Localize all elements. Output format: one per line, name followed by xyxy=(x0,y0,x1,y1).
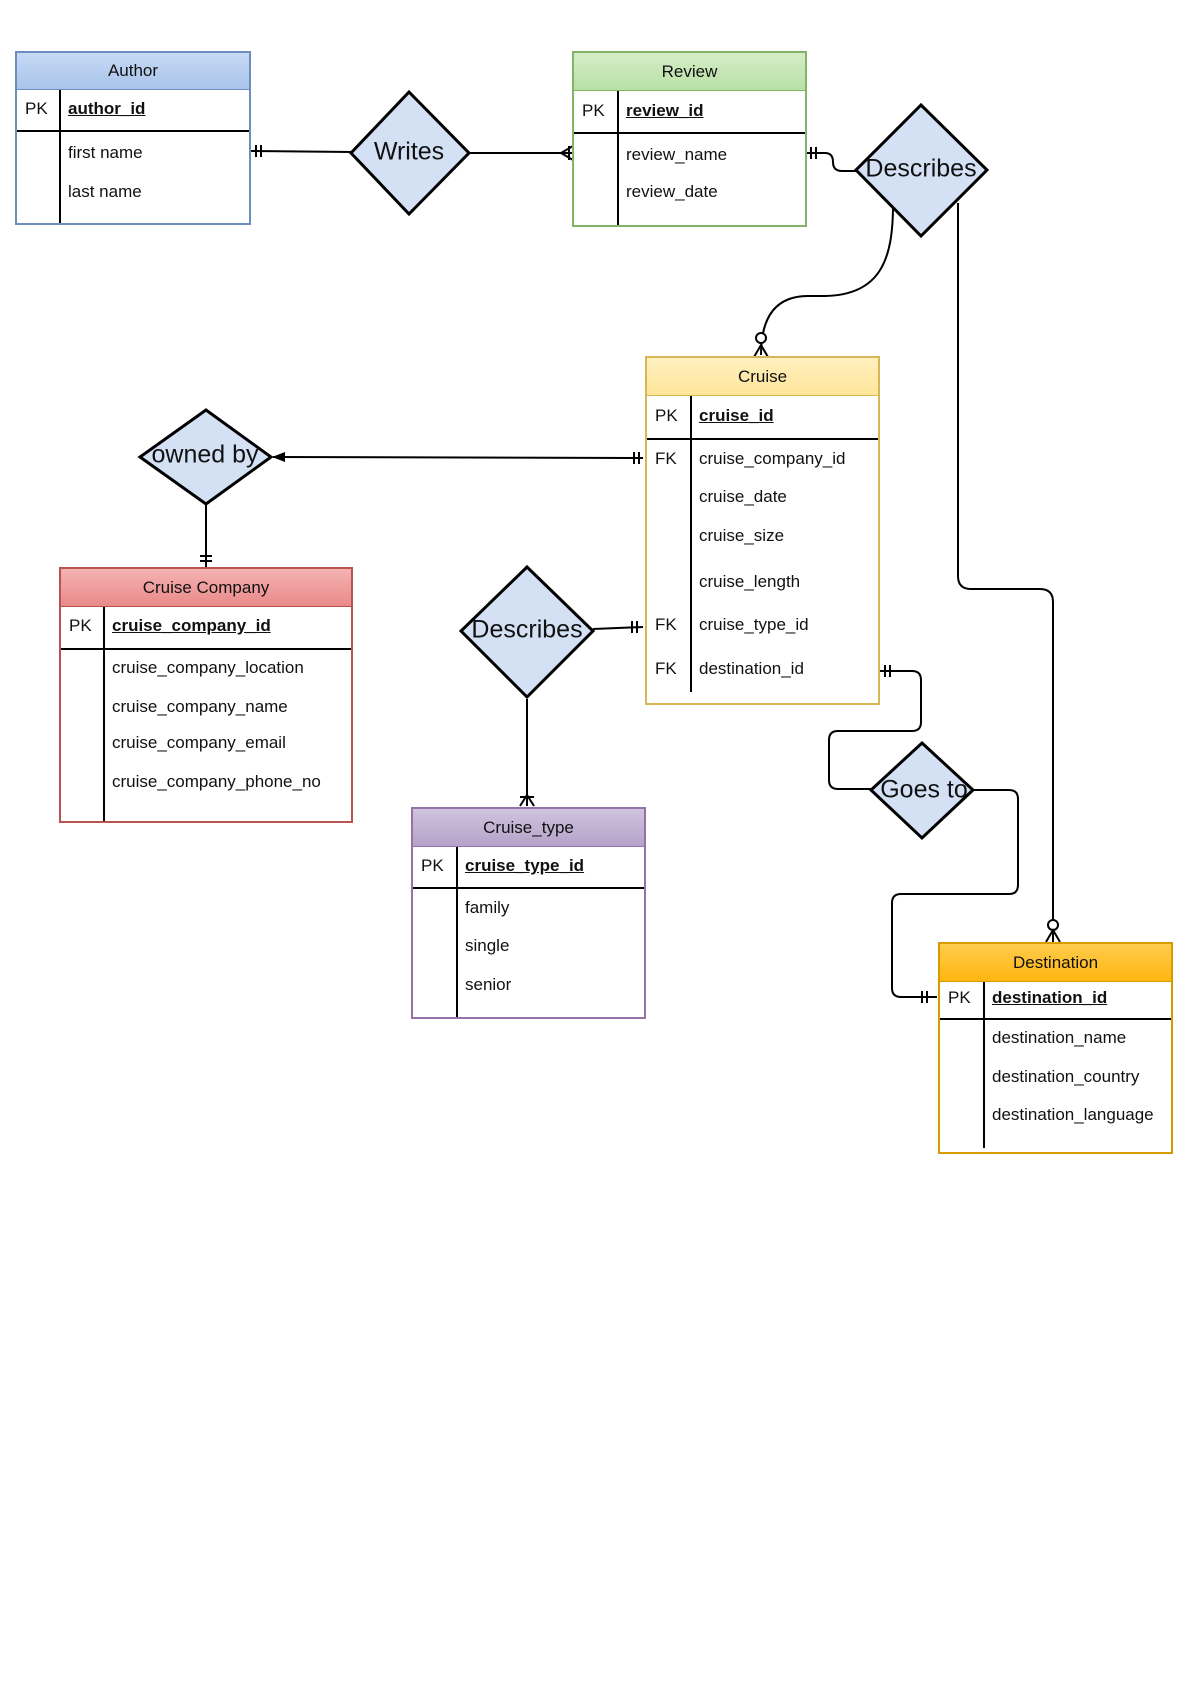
relationship-type-describes-diamond xyxy=(458,564,596,700)
fk-key-label: FK xyxy=(655,615,677,634)
entity-header: Destination xyxy=(940,944,1171,982)
pk-key-label: PK xyxy=(421,856,444,875)
entity-header: Cruise Company xyxy=(61,569,351,607)
column-divider xyxy=(983,982,985,1148)
pk-key-label: PK xyxy=(582,101,605,120)
relationship-review-describes-diamond xyxy=(853,102,990,239)
attribute-field: cruise_company_name xyxy=(112,697,288,716)
attribute-field: cruise_company_phone_no xyxy=(112,772,321,791)
primary-key-field: review_id xyxy=(626,101,704,120)
entity-cruise-company[interactable]: Cruise Company PK cruise_company_id crui… xyxy=(59,567,353,823)
connector-cruise-owned-by xyxy=(272,456,644,459)
fk-key-label: FK xyxy=(655,449,677,468)
entity-review[interactable]: Review PK review_id review_name review_d… xyxy=(572,51,807,227)
relationship-goes-to-label: Goes to xyxy=(880,775,968,804)
relationship-review-describes-label: Describes xyxy=(865,154,977,183)
entity-title: Review xyxy=(661,61,718,81)
fk-key-label: FK xyxy=(655,659,677,678)
attribute-field: last name xyxy=(68,182,142,201)
primary-key-field: cruise_type_id xyxy=(465,856,585,875)
attribute-field: single xyxy=(465,936,510,955)
primary-key-field: cruise_id xyxy=(699,406,774,425)
relationship-owned-by-label: owned by xyxy=(151,440,259,469)
foreign-key-field: cruise_company_id xyxy=(699,449,846,468)
entity-header: Author xyxy=(17,53,249,90)
connector-cruise-type-describes xyxy=(592,626,644,630)
attribute-field: cruise_company_location xyxy=(112,658,304,677)
connector-describes-destination xyxy=(957,203,1054,942)
attribute-field: review_date xyxy=(626,182,718,201)
attribute-field: destination_country xyxy=(992,1067,1140,1086)
attribute-field: cruise_length xyxy=(699,572,801,591)
entity-header: Cruise_type xyxy=(413,809,644,847)
attribute-field: cruise_size xyxy=(699,526,785,545)
attribute-field: cruise_date xyxy=(699,487,787,506)
column-divider xyxy=(617,91,619,225)
entity-author[interactable]: Author PK author_id first name last name xyxy=(15,51,251,225)
entity-header: Cruise xyxy=(647,358,878,396)
attribute-field: first name xyxy=(68,143,143,162)
foreign-key-field: destination_id xyxy=(699,659,804,678)
foreign-key-field: cruise_type_id xyxy=(699,615,809,634)
column-divider xyxy=(59,90,61,223)
primary-key-field: cruise_company_id xyxy=(112,616,271,635)
primary-key-field: author_id xyxy=(68,99,146,118)
pk-key-label: PK xyxy=(948,988,971,1007)
relationship-owned-by-diamond xyxy=(137,408,274,506)
entity-title: Cruise_type xyxy=(483,817,574,837)
column-divider xyxy=(103,607,105,821)
relationship-type-describes-label: Describes xyxy=(471,615,583,644)
column-divider xyxy=(456,847,458,1017)
entity-title: Cruise xyxy=(737,366,788,386)
pk-key-label: PK xyxy=(655,406,678,425)
connector-author-writes xyxy=(250,150,353,153)
relationship-writes-label: Writes xyxy=(373,137,445,166)
primary-key-field: destination_id xyxy=(992,988,1108,1007)
entity-title: Cruise Company xyxy=(142,577,270,597)
pk-key-label: PK xyxy=(69,616,92,635)
attribute-field: family xyxy=(465,898,510,917)
attribute-field: senior xyxy=(465,975,512,994)
entity-title: Author xyxy=(107,61,159,80)
entity-title: Destination xyxy=(1012,952,1099,972)
attribute-field: review_name xyxy=(626,145,728,164)
relationship-goes-to-diamond xyxy=(868,740,976,841)
connector-goes-to-destination xyxy=(891,789,1019,998)
pk-key-label: PK xyxy=(25,99,48,118)
connector-review-describes xyxy=(805,152,858,172)
connector-cruise-goes-to xyxy=(828,670,922,790)
attribute-field: destination_language xyxy=(992,1105,1154,1124)
entity-cruise-type[interactable]: Cruise_type PK cruise_type_id family sin… xyxy=(411,807,646,1019)
entity-cruise[interactable]: Cruise PK cruise_id FK cruise_company_id… xyxy=(645,356,880,705)
attribute-field: cruise_company_email xyxy=(112,733,286,752)
attribute-field: destination_name xyxy=(992,1028,1127,1047)
relationship-writes-diamond xyxy=(348,89,472,217)
connector-describes-cruise xyxy=(760,204,894,356)
entity-destination[interactable]: Destination PK destination_id destinatio… xyxy=(938,942,1173,1154)
entity-header: Review xyxy=(574,53,805,91)
column-divider xyxy=(690,396,692,692)
